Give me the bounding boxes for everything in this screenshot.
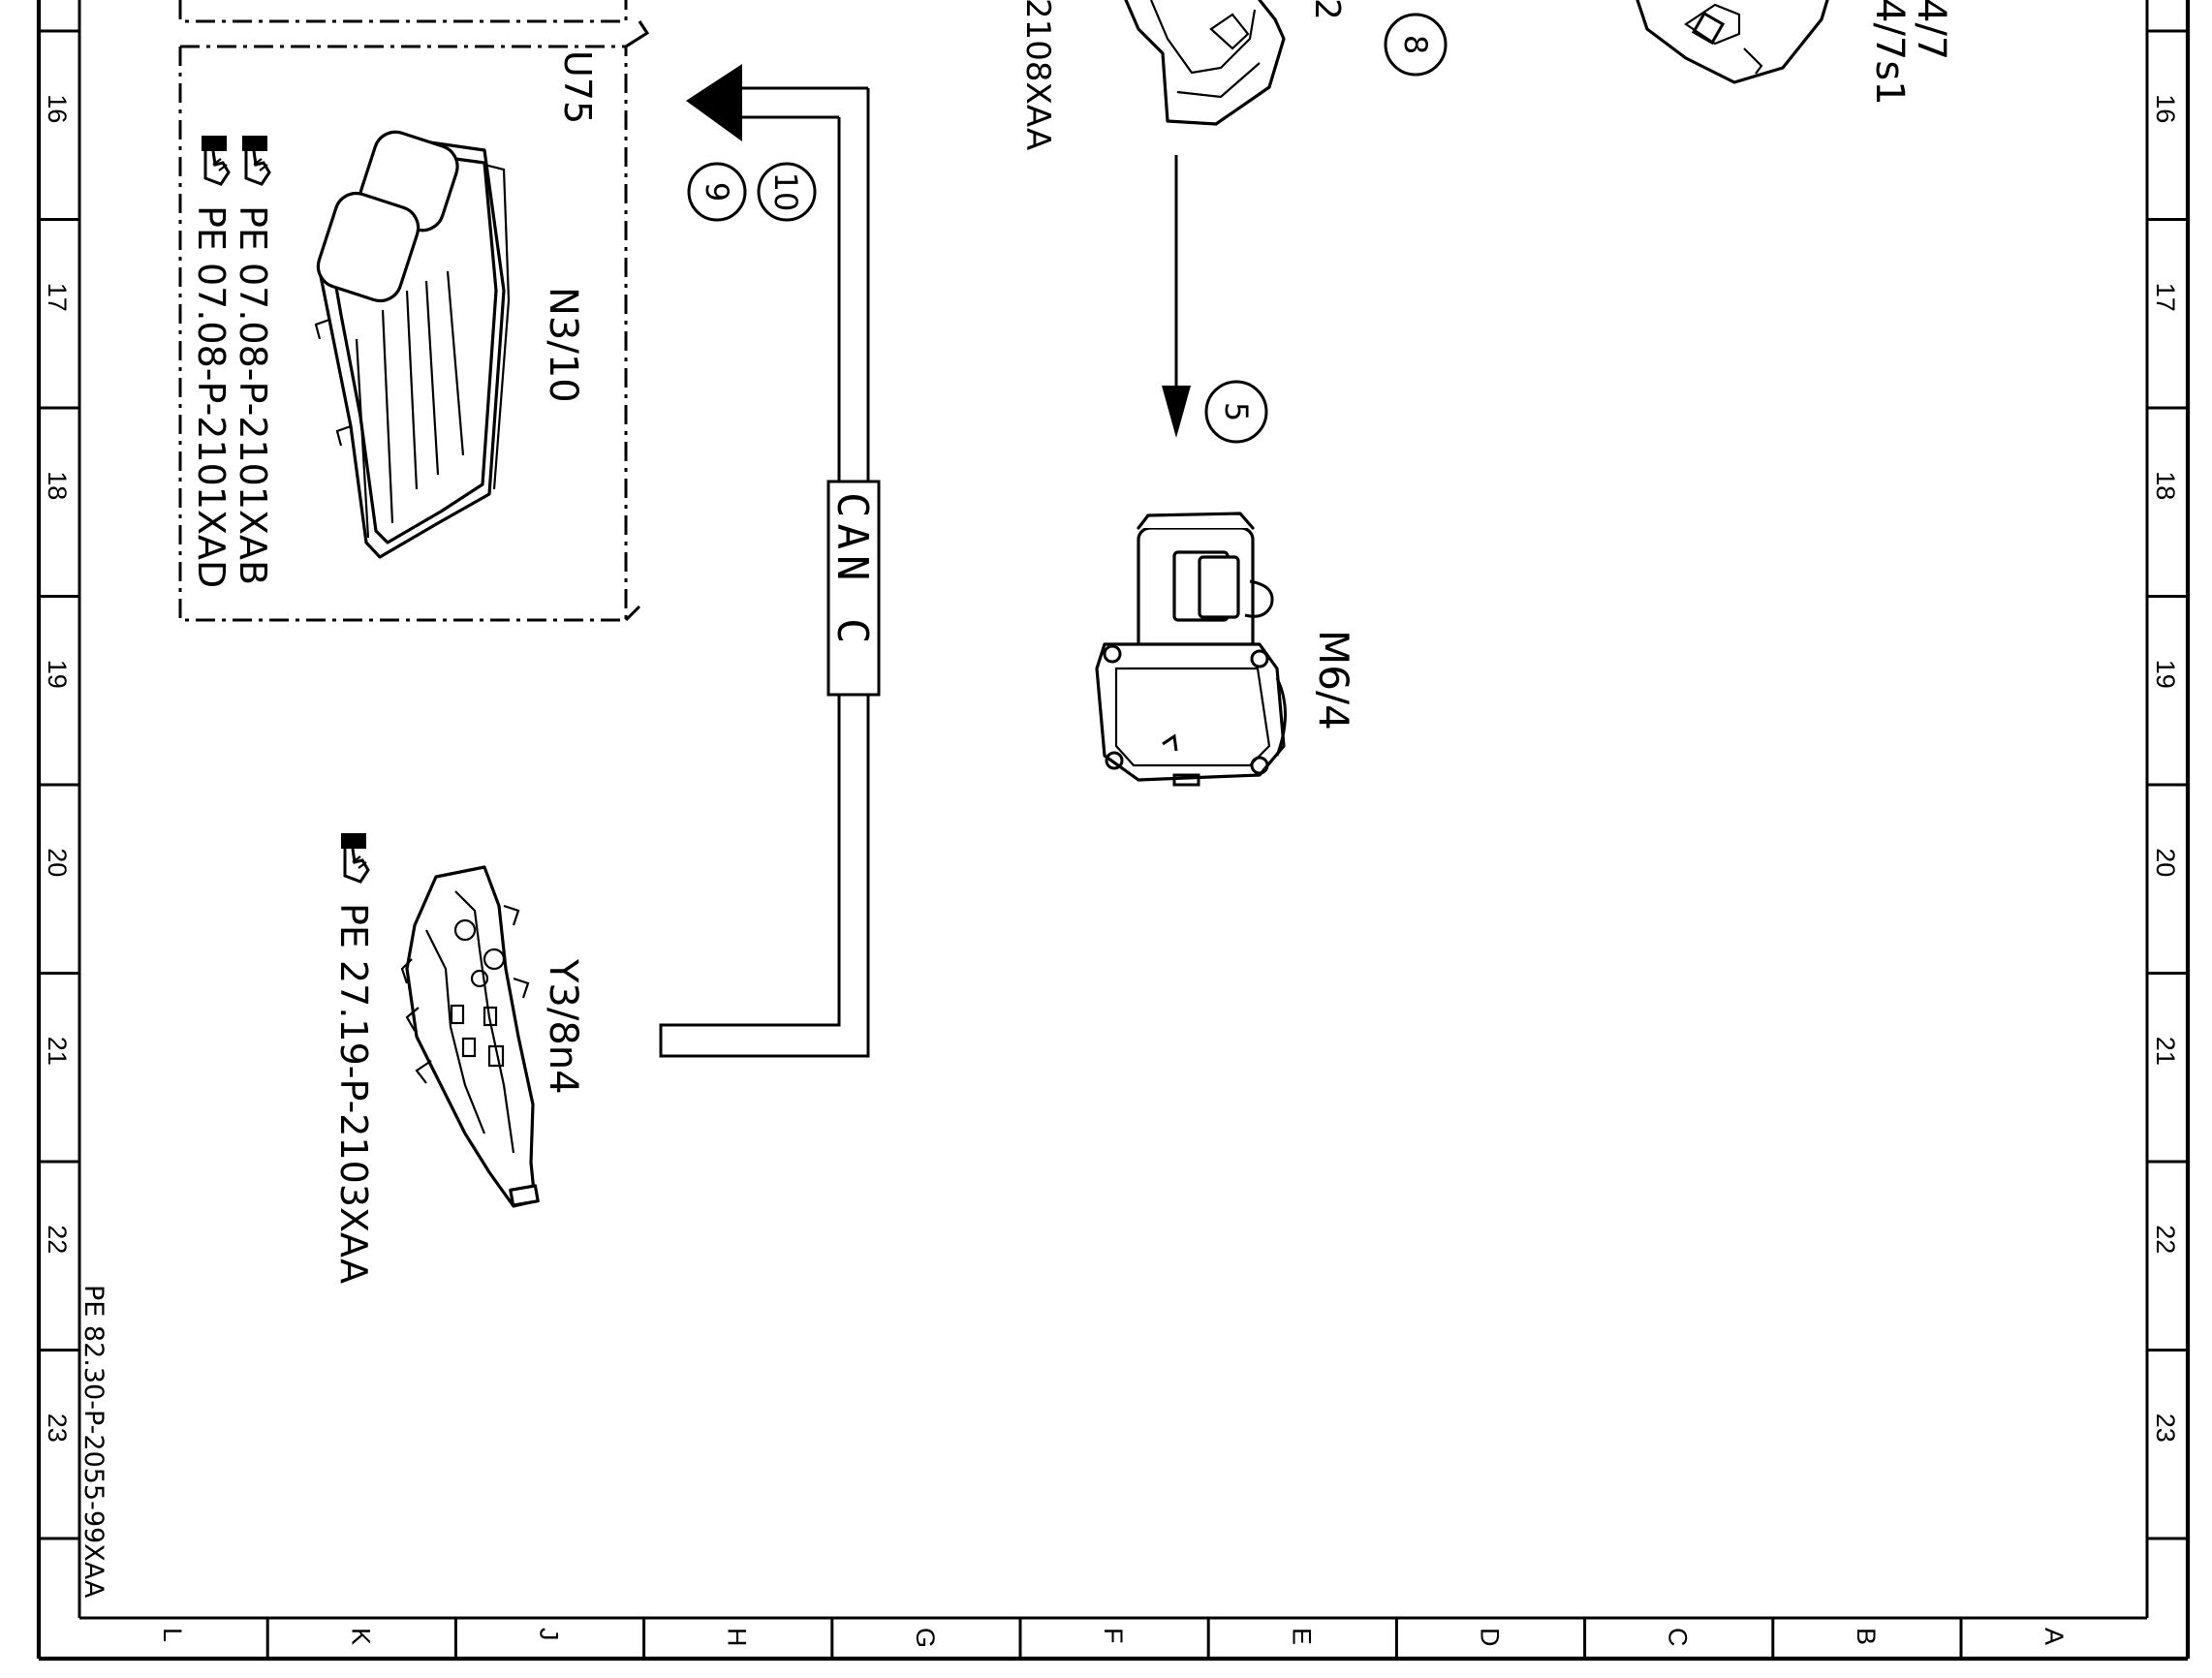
- row-label-right: 21: [2151, 1037, 2180, 1066]
- sheet-reference: PE 82.30-P-2055-99XAA: [78, 1285, 109, 1599]
- pointing-hand-icon: [202, 136, 231, 186]
- arrow-to-m6-4: [1162, 155, 1191, 438]
- circle-ref-10: 10: [757, 162, 817, 222]
- circle-ref-8: 8: [1384, 13, 1448, 77]
- row-label-right: 16: [2151, 94, 2180, 123]
- can-c-bus: CAN C: [659, 64, 881, 1058]
- row-label-left: 16: [43, 94, 72, 123]
- circle-ref-5: 5: [1204, 380, 1268, 444]
- y3-8n4-ref-1: PE 27.19-P-2103XAA: [332, 903, 375, 1284]
- row-labels-left: 16 17 18 19 20 21 22 23: [43, 94, 72, 1443]
- top-clip-ref: 2108XAA: [1018, 0, 1057, 150]
- column-label: L: [158, 1628, 187, 1642]
- row-labels-right: 16 17 18 19 20 21 22 23: [2151, 94, 2180, 1443]
- n3-10-ref-1: PE 07.08-P-2101XAB: [232, 205, 274, 585]
- row-label-right: 20: [2151, 848, 2180, 877]
- row-label-left: 17: [43, 283, 72, 312]
- column-label: H: [723, 1628, 752, 1647]
- row-label-left: 22: [43, 1225, 72, 1254]
- column-label: F: [1099, 1628, 1128, 1644]
- can-bus-arrowhead: [686, 64, 742, 141]
- column-label: A: [2040, 1628, 2069, 1645]
- svg-text:9: 9: [699, 182, 735, 202]
- u75-module-box: [178, 20, 650, 622]
- n3-10-label: N3/10: [541, 287, 585, 403]
- top-clip-label-b: 4/7s1: [1867, 0, 1912, 106]
- circle-ref-9: 9: [687, 162, 747, 222]
- top-right-part: [1636, 0, 1829, 84]
- m6-4-actuator: [1095, 512, 1287, 787]
- svg-text:5: 5: [1218, 402, 1255, 421]
- pointing-hand-icon: [242, 136, 271, 186]
- column-label: C: [1664, 1628, 1693, 1647]
- svg-text:8: 8: [1397, 35, 1434, 54]
- y3-8n4-references: PE 27.19-P-2103XAA: [332, 833, 375, 1284]
- row-label-right: 23: [2151, 1414, 2180, 1443]
- upper-dashed-box: [178, 0, 628, 23]
- drawing-frame: [36, 0, 2191, 1662]
- can-c-label: CAN C: [827, 492, 877, 649]
- column-label: K: [346, 1628, 375, 1645]
- pointing-hand-icon: [341, 833, 370, 884]
- u75-label: U75: [556, 50, 599, 124]
- row-label-left: 18: [43, 471, 72, 500]
- top-clip-digit: 2: [1307, 0, 1347, 20]
- row-label-left: 23: [43, 1414, 72, 1443]
- column-label: D: [1476, 1628, 1505, 1647]
- y3-8n4-valve-plate: [400, 865, 540, 1208]
- m6-4-label: M6/4: [1310, 630, 1357, 730]
- row-label-right: 22: [2151, 1225, 2180, 1254]
- column-label: E: [1287, 1628, 1316, 1645]
- svg-text:10: 10: [767, 172, 804, 212]
- row-label-right: 17: [2151, 283, 2180, 312]
- top-connector-part: [1124, 0, 1286, 126]
- y3-8n4-label: Y3/8n4: [541, 958, 585, 1095]
- row-label-right: 18: [2151, 471, 2180, 500]
- row-label-left: 21: [43, 1037, 72, 1066]
- row-label-left: 20: [43, 848, 72, 877]
- n3-10-control-unit: [314, 130, 511, 559]
- n3-10-references: PE 07.08-P-2101XAB PE 07.08-P-2101XAD: [190, 136, 274, 588]
- column-label: G: [911, 1628, 940, 1648]
- n3-10-ref-2: PE 07.08-P-2101XAD: [190, 205, 233, 588]
- column-label: B: [1852, 1628, 1881, 1645]
- row-label-right: 19: [2151, 660, 2180, 689]
- top-clip-label-a: 4/7: [1909, 0, 1953, 60]
- row-label-left: 19: [43, 660, 72, 689]
- column-label: J: [535, 1628, 564, 1641]
